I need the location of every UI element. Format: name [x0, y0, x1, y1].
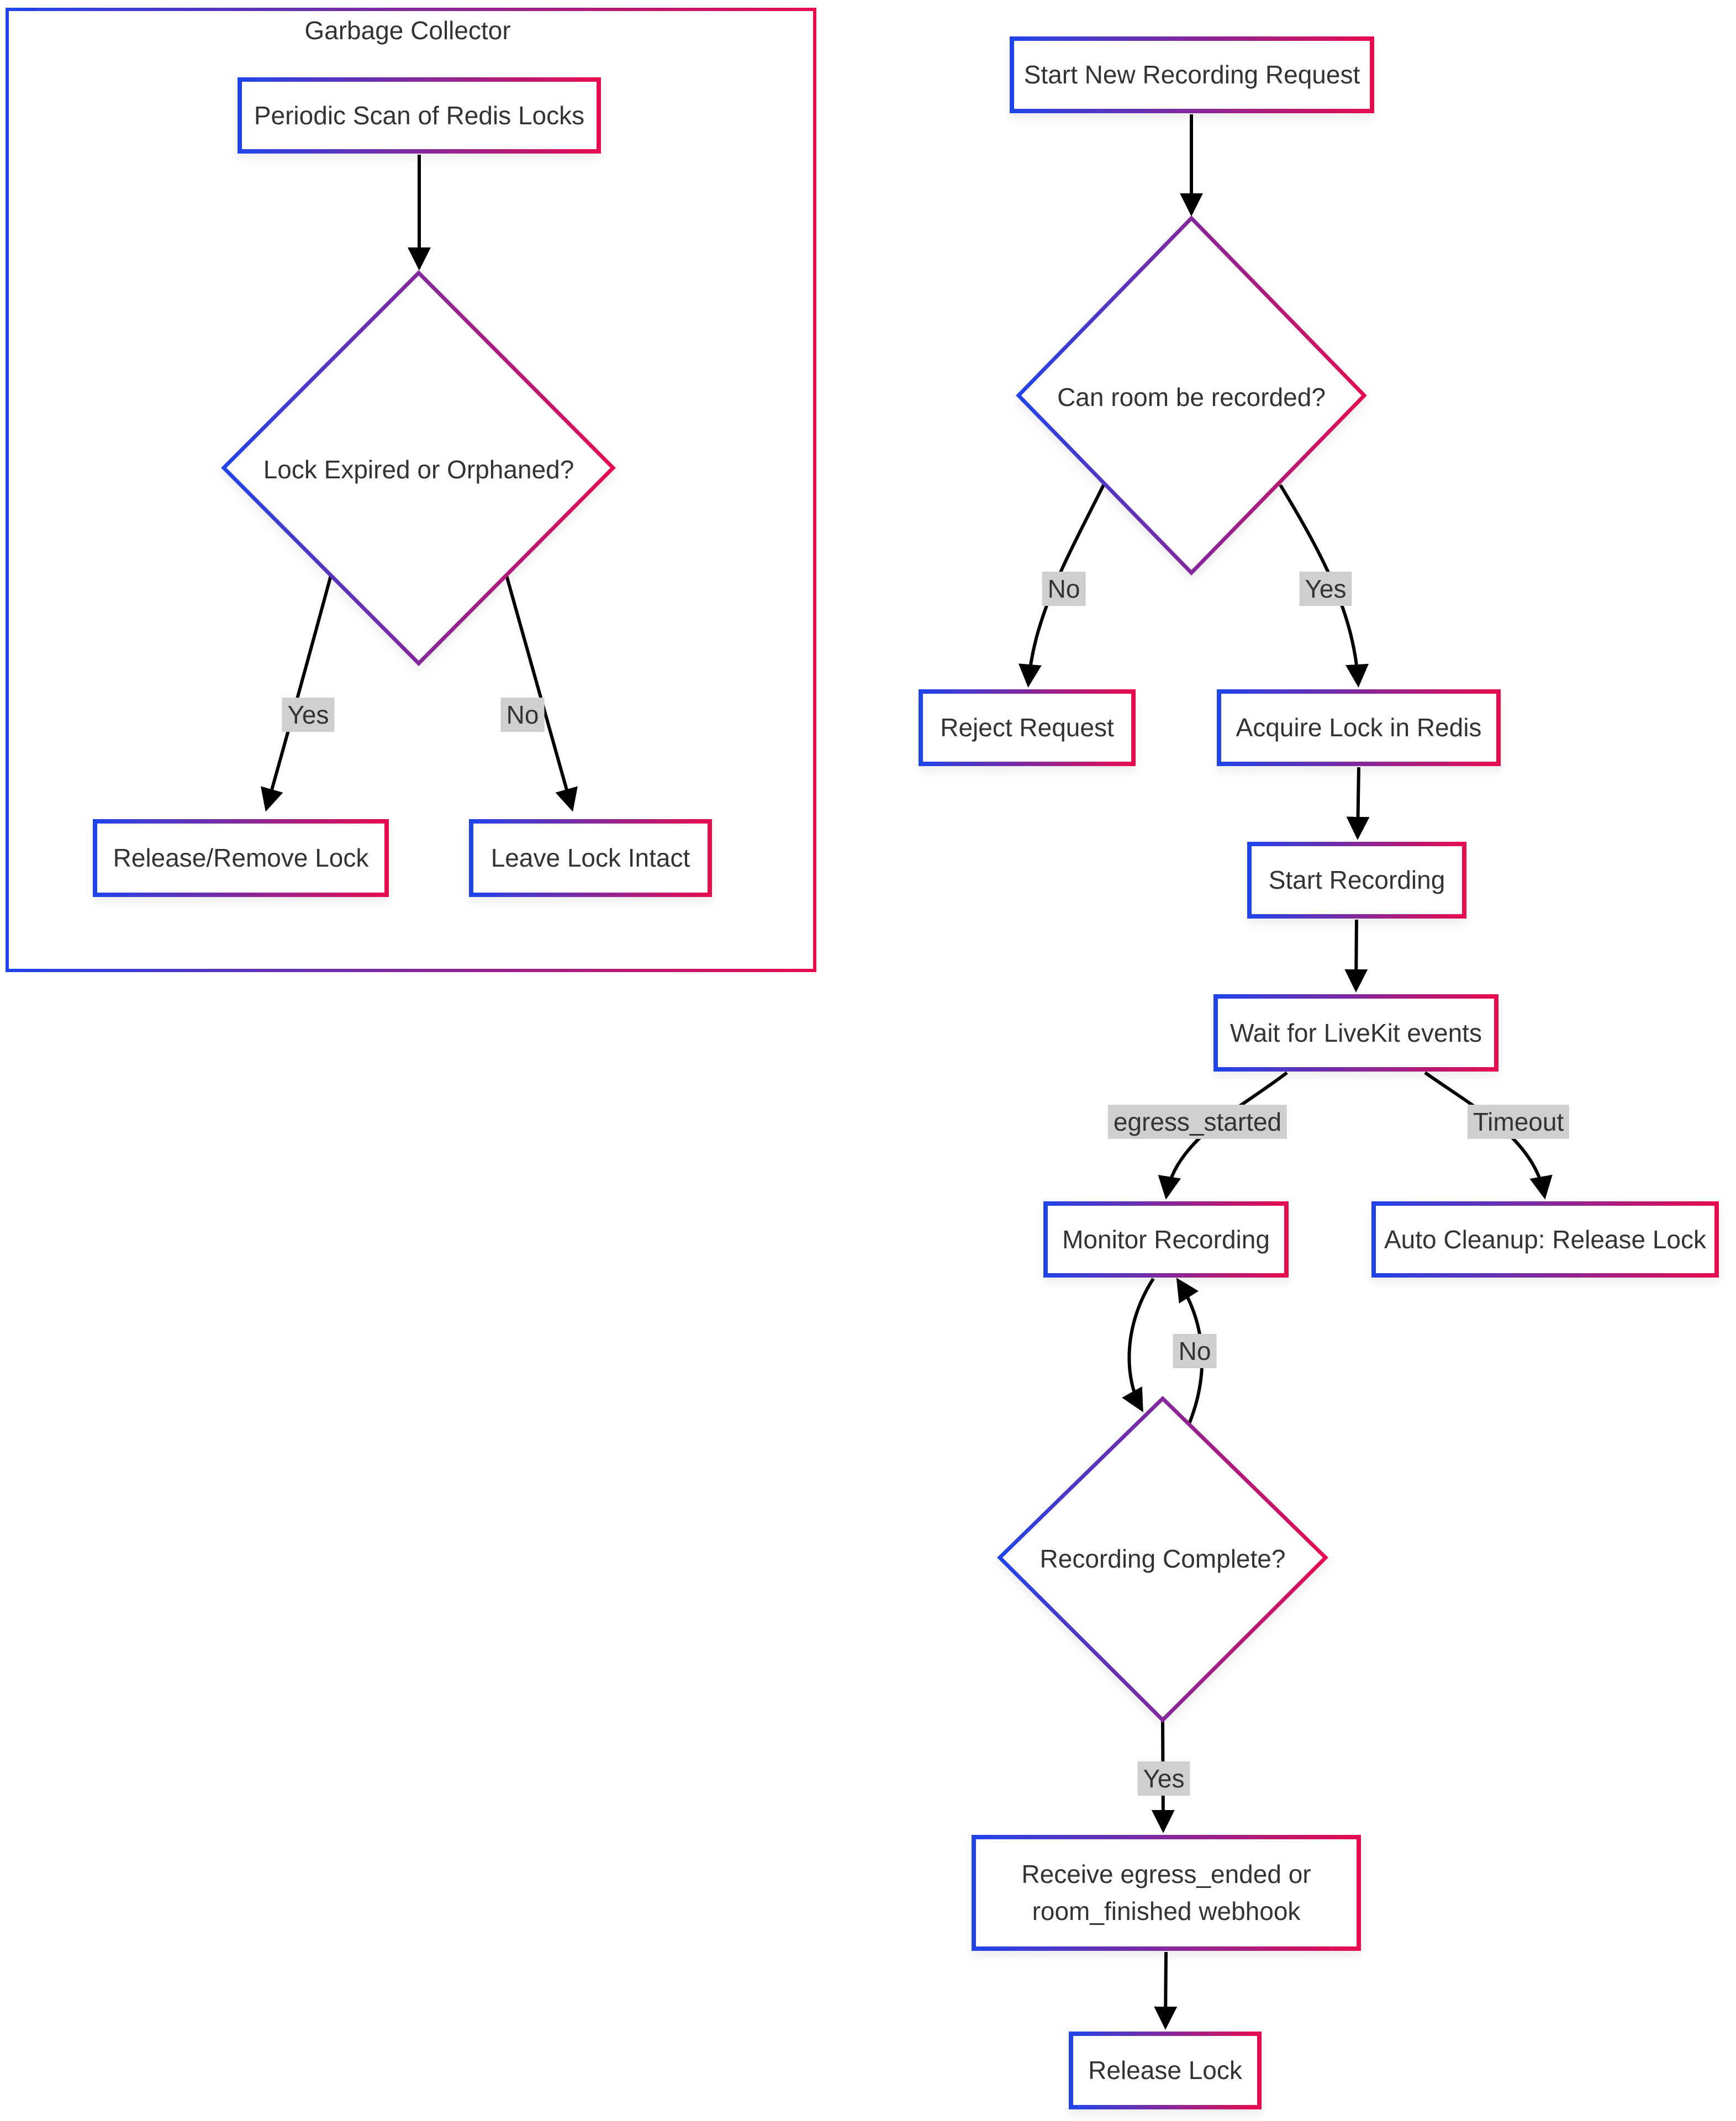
- edge-monitor-to-complete: [1122, 1278, 1155, 1412]
- node-release-remove-lock: Release/Remove Lock: [93, 819, 389, 897]
- edge-label-timeout: Timeout: [1467, 1105, 1570, 1139]
- node-reject-request: Reject Request: [919, 689, 1136, 766]
- node-receive-webhook: Receive egress_ended or room_finished we…: [972, 1835, 1361, 1951]
- edge-record-to-wait: [1344, 919, 1368, 993]
- node-monitor-recording: Monitor Recording: [1043, 1201, 1289, 1278]
- node-wait-for-livekit-events: Wait for LiveKit events: [1213, 994, 1498, 1072]
- edge-label-record-no: No: [1042, 572, 1086, 606]
- edge-label-complete-no: No: [1173, 1334, 1217, 1368]
- diamond-can-record: [1016, 215, 1367, 576]
- diamond-label-can-record: Can room be recorded?: [1057, 383, 1326, 411]
- edge-webhook-to-release: [1154, 1951, 1178, 2030]
- node-acquire-lock-in-redis: Acquire Lock in Redis: [1217, 689, 1501, 766]
- edge-label-complete-yes: Yes: [1137, 1761, 1190, 1796]
- diamond-lock-expired: [221, 270, 616, 666]
- diamond-recording-complete: [997, 1396, 1328, 1723]
- edge-label-record-yes: Yes: [1299, 572, 1352, 606]
- edge-label-gc-yes: Yes: [282, 698, 335, 732]
- node-auto-cleanup-release-lock: Auto Cleanup: Release Lock: [1371, 1201, 1719, 1278]
- node-start-recording: Start Recording: [1247, 842, 1466, 919]
- node-start-new-recording-request: Start New Recording Request: [1010, 36, 1374, 113]
- node-periodic-scan: Periodic Scan of Redis Locks: [238, 77, 601, 154]
- edge-label-egress-started: egress_started: [1107, 1105, 1288, 1139]
- diamond-label-recording-complete: Recording Complete?: [1040, 1544, 1286, 1573]
- diamond-label-lock-expired: Lock Expired or Orphaned?: [263, 455, 574, 484]
- node-leave-lock-intact: Leave Lock Intact: [469, 819, 712, 897]
- edge-expired-yes: [261, 575, 333, 812]
- edge-label-gc-no: No: [500, 698, 545, 732]
- node-release-lock: Release Lock: [1069, 2032, 1262, 2109]
- edge-expired-no: [505, 575, 578, 812]
- edge-acquire-to-record: [1346, 767, 1370, 840]
- subgraph-title: Garbage Collector: [304, 16, 511, 45]
